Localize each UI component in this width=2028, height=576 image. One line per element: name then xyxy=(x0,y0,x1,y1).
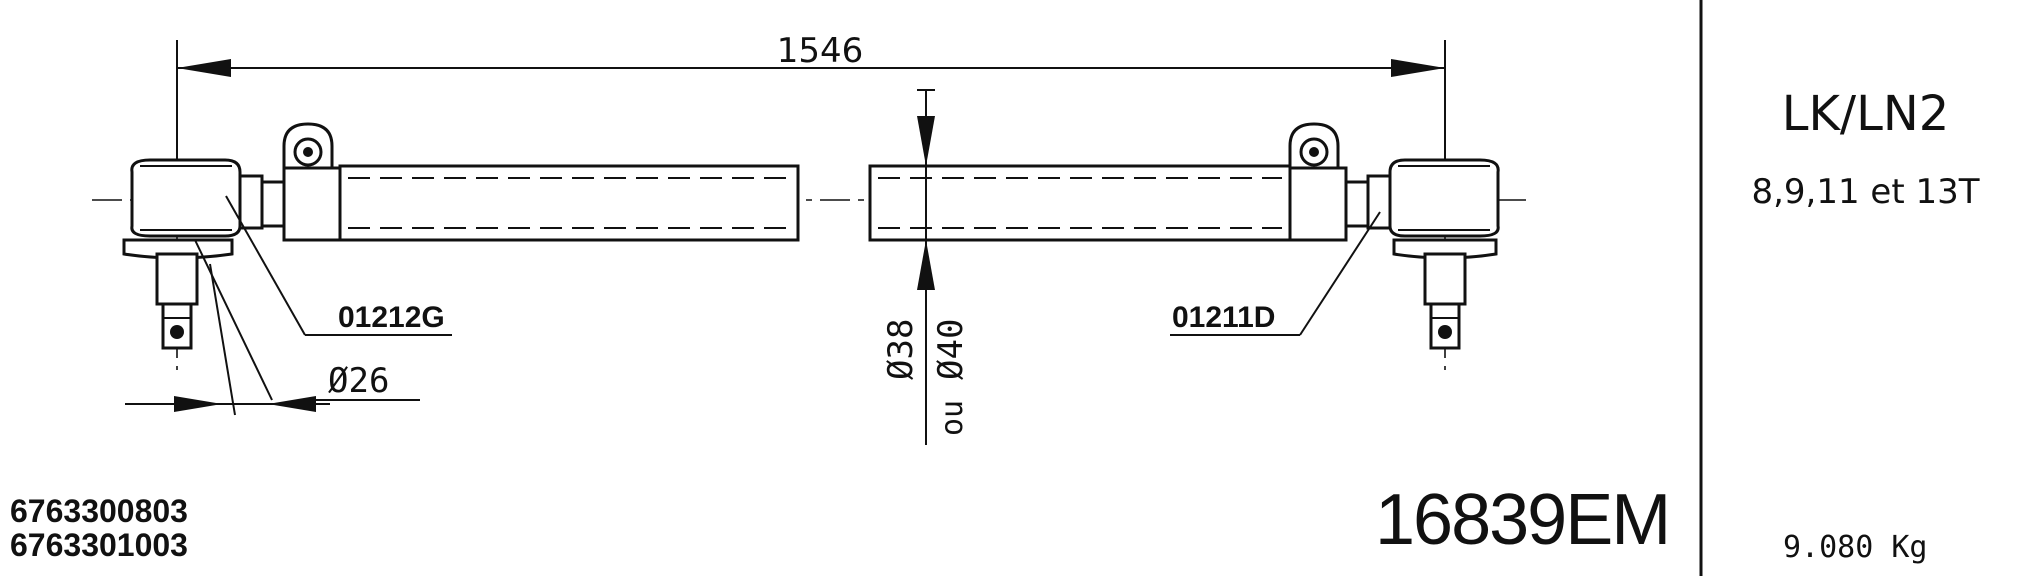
right-part-leader: 01211D xyxy=(1170,211,1381,336)
ball-pin-diameter-label: Ø26 xyxy=(328,361,389,401)
model-title: LK/LN2 xyxy=(1781,86,1950,142)
diameter-38-label: Ø38 xyxy=(881,319,921,380)
diameter-arrow-bottom xyxy=(917,240,935,290)
overall-dimension: 1546 xyxy=(176,31,1446,210)
weight-label: 9.080 Kg xyxy=(1783,530,1928,565)
overall-length-label: 1546 xyxy=(777,31,864,71)
diameter-or-label: ou xyxy=(935,400,970,436)
ball-pin-diameter-leader: Ø26 xyxy=(125,239,420,416)
tonnage-label: 8,9,11 et 13T xyxy=(1751,172,1980,212)
diameter-40-label: Ø40 xyxy=(931,319,971,380)
tube-right xyxy=(868,164,1292,242)
part-number: 16839EM xyxy=(1375,480,1671,560)
dimension-arrow-left xyxy=(177,59,231,77)
tube-left xyxy=(338,164,800,242)
ball-joint-left xyxy=(122,158,286,350)
side-panel: LK/LN2 8,9,11 et 13T 9.080 Kg xyxy=(1703,0,2028,576)
part-right-label: 01211D xyxy=(1172,301,1275,334)
ball-joint-right xyxy=(1344,158,1500,350)
reference-number-2: 6763301003 xyxy=(10,527,188,563)
tube-diameter-dimension: Ø38 Ø40 ou xyxy=(881,89,971,445)
diameter-arrow-top xyxy=(917,116,935,166)
dimension-arrow-right xyxy=(1391,59,1445,77)
left-part-leader: 01212G xyxy=(225,195,452,336)
reference-number-1: 6763300803 xyxy=(10,493,188,529)
reference-numbers: 6763300803 6763301003 xyxy=(10,494,188,562)
part-left-label: 01212G xyxy=(338,301,445,334)
clamp-right xyxy=(1288,122,1348,242)
clamp-left xyxy=(282,122,342,242)
